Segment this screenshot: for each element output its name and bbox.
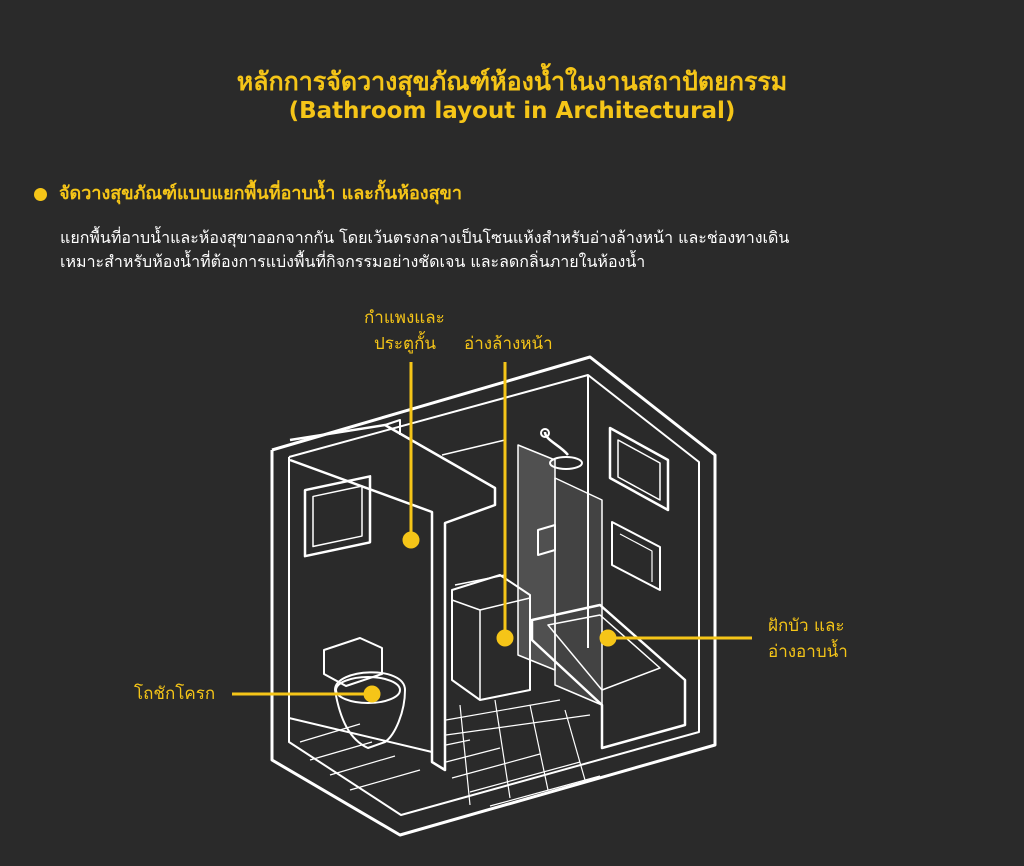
section-description: แยกพื้นที่อาบน้ำและห้องสุขาออกจากกัน โดย… (60, 226, 960, 274)
vanity-cabinet (451, 574, 531, 701)
left-window-frame (303, 475, 372, 558)
floor-back-edge (288, 717, 433, 753)
callout-partition: กำแพงและ ประตูกั้น (364, 305, 445, 357)
wall-niche (611, 521, 661, 591)
bullet-icon (34, 187, 47, 201)
shower-marker (599, 629, 617, 647)
left-window-inner (312, 485, 363, 548)
callout-shower-line2: อ่างอาบน้ำ (768, 642, 848, 662)
partition-wall (289, 423, 497, 772)
callout-toilet-label: โถชักโครก (134, 684, 216, 704)
glass-screen-1 (517, 444, 556, 671)
partition-top (384, 419, 401, 435)
callout-shower: ฝักบัว และ อ่างอาบน้ำ (768, 613, 848, 665)
callout-basin-label: อ่างล้างหน้า (464, 334, 553, 354)
floor-tiles (299, 699, 601, 807)
shower-arm (543, 431, 569, 456)
description-line-2: เหมาะสำหรับห้องน้ำที่ต้องการแบ่งพื้นที่ก… (60, 252, 646, 271)
callout-shower-line1: ฝักบัว และ (768, 616, 845, 636)
callout-partition-line2: ประตูกั้น (374, 334, 437, 354)
page-subtitle: (Bathroom layout in Architectural) (288, 98, 736, 124)
bathtub (530, 603, 687, 750)
callout-partition-line1: กำแพงและ (364, 308, 445, 328)
callout-toilet: โถชักโครก (134, 681, 215, 707)
toilet-bowl (334, 671, 406, 749)
callout-basin: อ่างล้างหน้า (464, 331, 553, 357)
shower-head (549, 456, 583, 470)
partition-marker (402, 531, 420, 549)
toilet-marker (363, 685, 381, 703)
outer-wall-outline (270, 355, 717, 837)
right-window-frame (608, 426, 670, 512)
section-heading-text: จัดวางสุขภัณฑ์แบบแยกพื้นที่อาบน้ำ และกั้… (59, 183, 462, 204)
basin-marker (496, 629, 514, 647)
glass-screen-2 (554, 477, 603, 706)
page-title: หลักการจัดวางสุขภัณฑ์ห้องน้ำในงานสถาปัตย… (236, 67, 788, 96)
description-line-1: แยกพื้นที่อาบน้ำและห้องสุขาออกจากกัน โดย… (60, 228, 790, 247)
right-window-inner (617, 439, 661, 501)
section-heading: จัดวางสุขภัณฑ์แบบแยกพื้นที่อาบน้ำ และกั้… (34, 178, 462, 207)
